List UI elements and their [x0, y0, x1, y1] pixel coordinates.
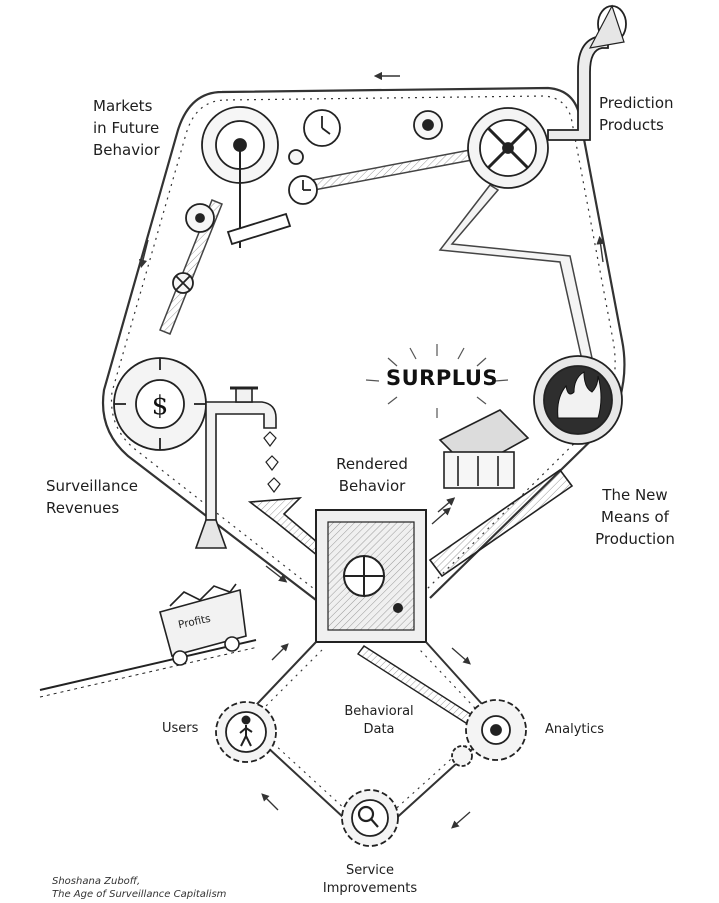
production-machine [428, 409, 574, 578]
vault-safe [315, 509, 427, 643]
analytics-gear [451, 699, 527, 767]
profits-cart [39, 583, 259, 698]
prediction-gear [467, 4, 627, 189]
label-analytics: Analytics [545, 722, 605, 737]
label-rendered-behavior: Rendered Behavior [336, 455, 408, 495]
credit-book-title: The Age of Surveillance Capitalism [52, 889, 227, 900]
label-users: Users [162, 721, 199, 736]
service-loop-arrows [261, 643, 471, 829]
dollar-icon: $ [152, 391, 169, 421]
label-means-of-production: The New Means of Production [595, 486, 675, 548]
credit-author: Shoshana Zuboff, [52, 876, 141, 887]
service-gear [341, 789, 399, 847]
markets-gear-assembly [172, 106, 443, 294]
safe-input-arrow [431, 507, 451, 525]
label-service-improvements: Service Improvements [322, 863, 418, 896]
faucet [194, 386, 277, 549]
label-surplus: SURPLUS [386, 366, 499, 390]
label-prediction-products: Prediction Products [599, 94, 674, 134]
revenue-wheel [113, 357, 207, 451]
label-markets: Markets in Future Behavior [93, 97, 160, 159]
walking-person-icon [239, 715, 253, 747]
furnace-flame-icon [533, 355, 623, 445]
data-diamonds [263, 431, 281, 493]
magnifier-icon [357, 805, 379, 828]
label-behavioral-data: Behavioral Data [344, 704, 414, 737]
label-surveillance-revenues: Surveillance Revenues [46, 477, 138, 517]
funnel [247, 497, 326, 558]
belt-arrows [138, 71, 605, 583]
credit: Shoshana Zuboff, The Age of Surveillance… [52, 875, 226, 901]
surplus-burst [365, 344, 509, 418]
